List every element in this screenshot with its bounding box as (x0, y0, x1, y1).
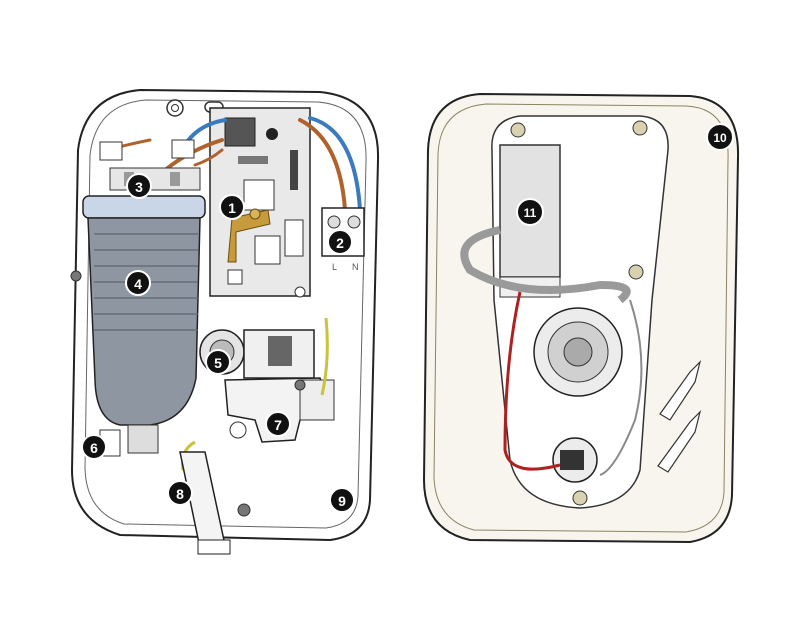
backplate-inner (84, 99, 367, 529)
callout-badge (125, 270, 151, 296)
flow-valve (224, 377, 335, 443)
callout-number: 10 (713, 131, 727, 145)
red-wire (503, 291, 561, 471)
callout-4: 4 (125, 270, 151, 296)
callout-badge (265, 411, 291, 437)
callout-6: 6 (81, 434, 107, 460)
callout-badge (167, 480, 193, 506)
callout-badge (126, 173, 152, 199)
left-unit: L N (70, 88, 380, 555)
right-unit (422, 92, 740, 544)
callout-number: 1 (228, 200, 236, 216)
cover-hook-upper (659, 360, 702, 421)
callout-number: 9 (338, 493, 346, 509)
callout-7: 7 (265, 411, 291, 437)
callout-badge (219, 194, 245, 220)
callout-number: 6 (90, 440, 98, 456)
callout-number: 7 (274, 417, 282, 433)
callout-5: 5 (205, 349, 231, 375)
callout-badge (516, 198, 544, 226)
grey-wires (599, 299, 643, 476)
heater-tank (82, 195, 206, 454)
control-knob (533, 307, 623, 397)
callout-number: 8 (176, 486, 184, 502)
callout-layer: 1 2 3 4 5 6 7 8 9 10 11 (81, 123, 734, 513)
callout-number: 3 (135, 179, 143, 195)
callout-number: 5 (214, 355, 222, 371)
callout-number: 11 (524, 206, 537, 220)
cover-screws (510, 120, 648, 506)
callout-badge (205, 349, 231, 375)
lower-switch (552, 437, 598, 483)
terminal-label-l: L (332, 262, 337, 272)
callout-9: 9 (329, 487, 355, 513)
cover-hook-lower (657, 410, 702, 473)
callout-badge (327, 229, 353, 255)
terminal-label-n: N (352, 262, 359, 272)
callout-8: 8 (167, 480, 193, 506)
callout-badge (81, 434, 107, 460)
callout-number: 4 (134, 276, 142, 292)
callout-1: 1 (219, 194, 245, 220)
callout-number: 2 (336, 235, 344, 251)
callout-badge (706, 123, 734, 151)
callout-11: 11 (516, 198, 544, 226)
callout-3: 3 (126, 173, 152, 199)
callout-2: 2 (327, 229, 353, 255)
ribbon-cable (460, 226, 631, 304)
outlet-pipe (179, 451, 231, 555)
tank-terminals (99, 139, 201, 191)
callout-10: 10 (706, 123, 734, 151)
callout-badge (329, 487, 355, 513)
